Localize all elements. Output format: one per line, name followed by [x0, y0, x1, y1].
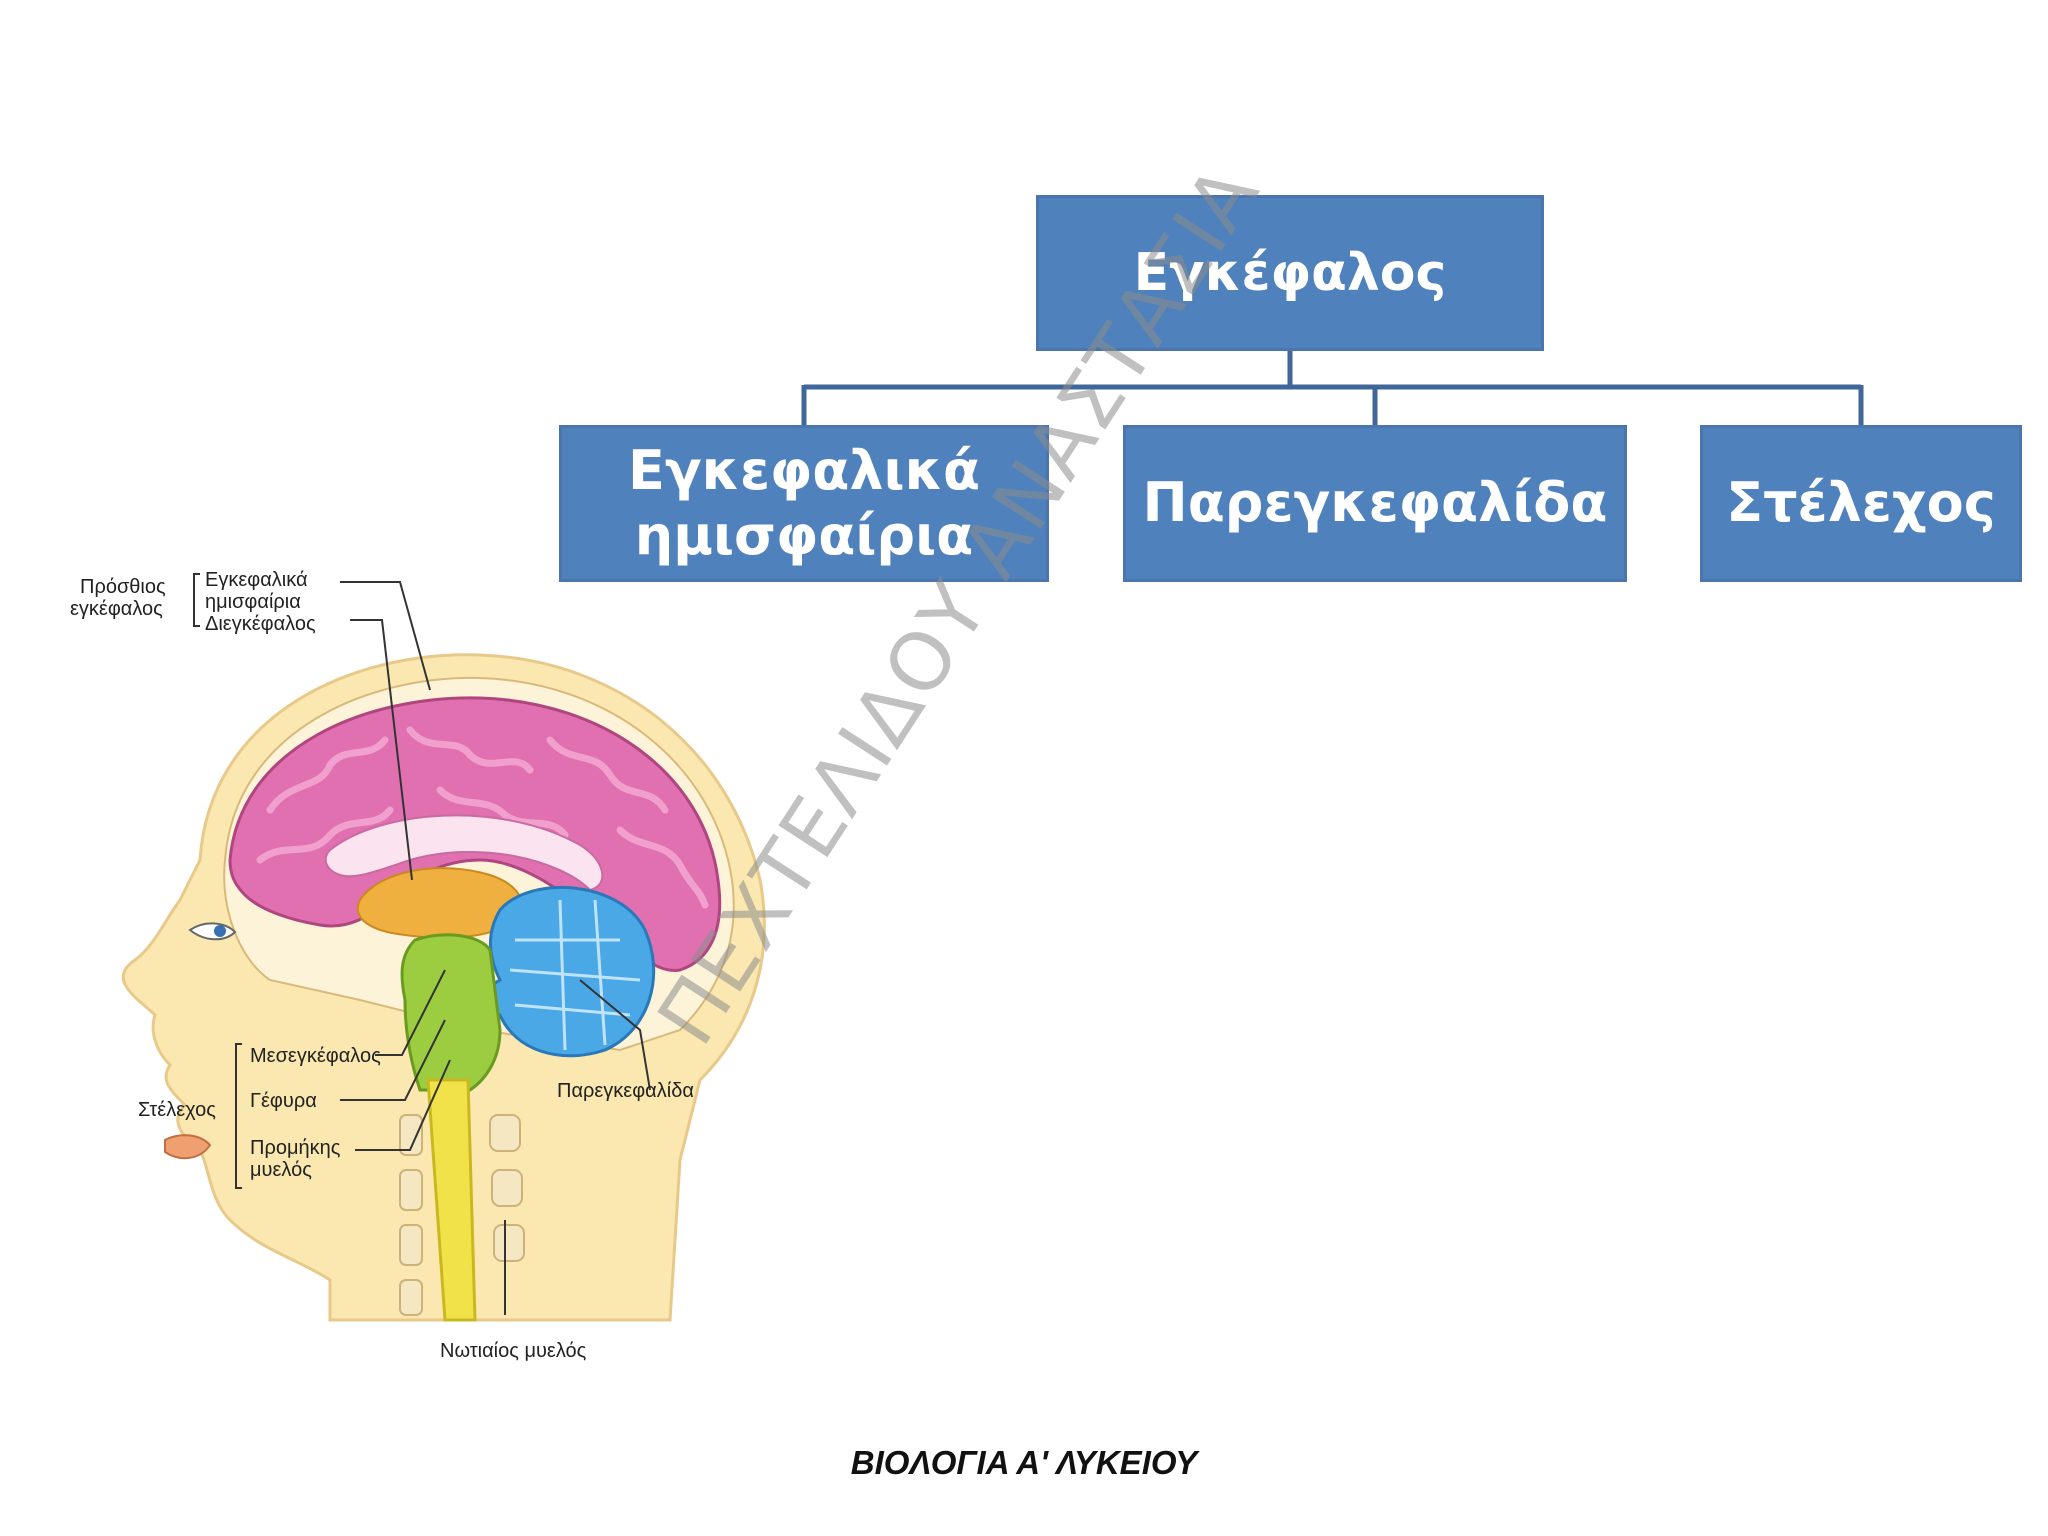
lips: [164, 1134, 212, 1160]
child-node-cerebellum: Παρεγκεφαλίδα: [1123, 425, 1627, 582]
brain-sagittal-illustration: Πρόσθιος εγκέφαλος Εγκεφαλικά ημισφαίρια…: [70, 569, 766, 1362]
label-cerebellum: Παρεγκεφαλίδα: [557, 1080, 694, 1102]
root-node-label: Εγκέφαλος: [1133, 242, 1447, 303]
cerebellum: [483, 885, 656, 1058]
brainstem: [400, 933, 502, 1092]
label-front-brain-line2: εγκέφαλος: [70, 598, 163, 620]
footer-course-title: ΒΙΟΛΟΓΙΑ Α' ΛΥΚΕΙΟΥ: [850, 1444, 1198, 1481]
root-node-box: Εγκέφαλος: [1036, 195, 1544, 351]
label-front-brain-line1: Πρόσθιος: [80, 576, 166, 598]
corpus-callosum: [324, 814, 604, 892]
spinal-cord: [426, 1078, 477, 1322]
child-node-label: Στέλεχος: [1726, 471, 1996, 535]
label-brainstem: Στέλεχος: [138, 1099, 216, 1121]
label-cerebral-hemispheres-line1: Εγκεφαλικά: [205, 569, 308, 591]
label-cerebral-hemispheres-line2: ημισφαίρια: [205, 591, 301, 613]
label-spinal-cord: Νωτιαίος μυελός: [440, 1340, 587, 1362]
label-diencephalon: Διεγκέφαλος: [205, 613, 316, 635]
label-pons: Γέφυρα: [250, 1090, 317, 1112]
child-node-label: Παρεγκεφαλίδα: [1142, 471, 1608, 535]
label-medulla-line2: μυελός: [250, 1159, 312, 1181]
child-node-cerebral-hemispheres: Εγκεφαλικά ημισφαίρια: [559, 425, 1049, 582]
child-node-label-line: ημισφαίρια: [634, 503, 974, 567]
child-node-brainstem: Στέλεχος: [1700, 425, 2022, 582]
label-medulla-line1: Προμήκης: [250, 1137, 341, 1159]
label-midbrain: Μεσεγκέφαλος: [250, 1045, 381, 1067]
child-node-label-line: Εγκεφαλικά: [627, 438, 981, 502]
